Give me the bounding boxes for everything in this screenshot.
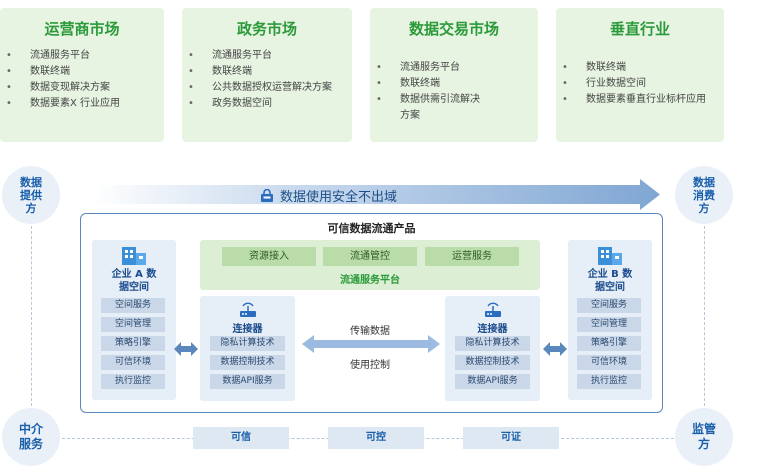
enterprise-a-item: 执行监控 — [101, 374, 165, 389]
building-icon — [598, 247, 622, 265]
list-item: 数联终端 — [376, 76, 532, 92]
market-title: 政务市场 — [236, 20, 297, 38]
market-card-government: 政务市场 流通服务平台 数联终端 公共数据授权运营解决方案 政务数据空间 — [182, 8, 352, 142]
building-icon — [122, 247, 146, 265]
trust-box-controllable: 可控 — [328, 427, 424, 449]
connector-left-item: 数据控制技术 — [210, 355, 285, 370]
enterprise-b-item: 策略引擎 — [577, 336, 641, 351]
list-item: 数据要素垂直行业标杆应用 — [562, 92, 712, 108]
list-item: 数联终端 — [562, 60, 718, 76]
enterprise-b-space: 企业 B 数据空间 空间服务 空间管理 策略引擎 可信环境 执行监控 — [568, 240, 652, 400]
list-item: 流通服务平台 — [188, 48, 346, 64]
connector-right-item: 数据控制技术 — [455, 355, 530, 370]
consumer-dashed-line — [704, 226, 705, 406]
platform-label: 流通服务平台 — [340, 275, 400, 286]
enterprise-b-item: 空间管理 — [577, 317, 641, 332]
enterprise-a-space: 企业 A 数据空间 空间服务 空间管理 策略引擎 可信环境 执行监控 — [92, 240, 176, 400]
provider-dashed-line — [31, 226, 32, 406]
router-icon — [240, 302, 256, 317]
connector-left-title: 连接器 — [232, 324, 263, 335]
list-item: 数联终端 — [6, 64, 158, 80]
enterprise-a-item: 可信环境 — [101, 355, 165, 370]
regulator-label: 监管方 — [691, 422, 716, 451]
transfer-data-label: 传输数据 — [350, 326, 390, 337]
enterprise-a-item: 空间服务 — [101, 298, 165, 313]
trust-box-verifiable: 可证 — [463, 427, 559, 449]
list-item: 行业数据空间 — [562, 76, 718, 92]
enterprise-b-item: 可信环境 — [577, 355, 641, 370]
data-consumer-label: 数据消费方 — [693, 175, 715, 215]
list-item: 数联终端 — [188, 64, 346, 80]
list-item: 数据变现解决方案 — [6, 80, 158, 96]
list-item: 流通服务平台 — [376, 60, 532, 76]
data-provider-badge: 数据提供方 — [2, 166, 60, 224]
enterprise-a-item: 策略引擎 — [101, 336, 165, 351]
lock-icon — [261, 189, 273, 202]
trust-box-trusted: 可信 — [193, 427, 289, 449]
connector-left-item: 数据API服务 — [210, 374, 285, 389]
enterprise-b-item: 执行监控 — [577, 374, 641, 389]
platform-pill-resource-access: 资源接入 — [222, 247, 316, 266]
connector-right-title: 连接器 — [477, 324, 508, 335]
router-icon — [485, 302, 501, 317]
enterprise-a-title: 企业 A 数据空间 — [111, 269, 157, 293]
market-title: 数据交易市场 — [408, 20, 499, 38]
market-card-operator: 运营商市场 流通服务平台 数联终端 数据变现解决方案 数据要素X 行业应用 — [0, 8, 164, 142]
connector-right: 连接器 隐私计算技术 数据控制技术 数据API服务 — [445, 296, 540, 401]
connector-right-item: 隐私计算技术 — [455, 336, 530, 351]
product-title: 可信数据流通产品 — [327, 222, 416, 235]
connector-left: 连接器 隐私计算技术 数据控制技术 数据API服务 — [200, 296, 295, 401]
market-title: 运营商市场 — [44, 20, 120, 38]
transfer-double-arrow — [302, 335, 440, 353]
market-card-vertical: 垂直行业 数联终端 行业数据空间 数据要素垂直行业标杆应用 — [556, 8, 724, 142]
list-item: 公共数据授权运营解决方案 — [188, 80, 346, 96]
security-banner-text: 数据使用安全不出域 — [280, 190, 398, 205]
left-double-arrow — [174, 342, 198, 356]
market-card-data-exchange: 数据交易市场 流通服务平台 数联终端 数据供需引流解决方案 — [370, 8, 538, 142]
platform-pill-operation-service: 运营服务 — [425, 247, 519, 266]
list-item: 政务数据空间 — [188, 96, 346, 112]
regulator-badge: 监管方 — [675, 408, 733, 466]
intermediary-badge: 中介服务 — [2, 408, 60, 466]
connector-left-item: 隐私计算技术 — [210, 336, 285, 351]
connector-right-item: 数据API服务 — [455, 374, 530, 389]
data-consumer-badge: 数据消费方 — [675, 166, 733, 224]
list-item: 数据要素X 行业应用 — [6, 96, 158, 112]
security-arrow — [92, 179, 660, 210]
enterprise-a-item: 空间管理 — [101, 317, 165, 332]
enterprise-b-item: 空间服务 — [577, 298, 641, 313]
list-item: 数据供需引流解决方案 — [376, 92, 486, 124]
enterprise-b-title: 企业 B 数据空间 — [587, 269, 633, 293]
security-banner: 数据使用安全不出域 — [260, 186, 397, 205]
usage-control-label: 使用控制 — [350, 360, 390, 371]
right-double-arrow — [543, 342, 567, 356]
platform-pill-circulation-control: 流通管控 — [323, 247, 417, 266]
list-item: 流通服务平台 — [6, 48, 158, 64]
data-provider-label: 数据提供方 — [20, 175, 42, 215]
intermediary-label: 中介服务 — [18, 422, 43, 451]
market-title: 垂直行业 — [609, 20, 670, 38]
